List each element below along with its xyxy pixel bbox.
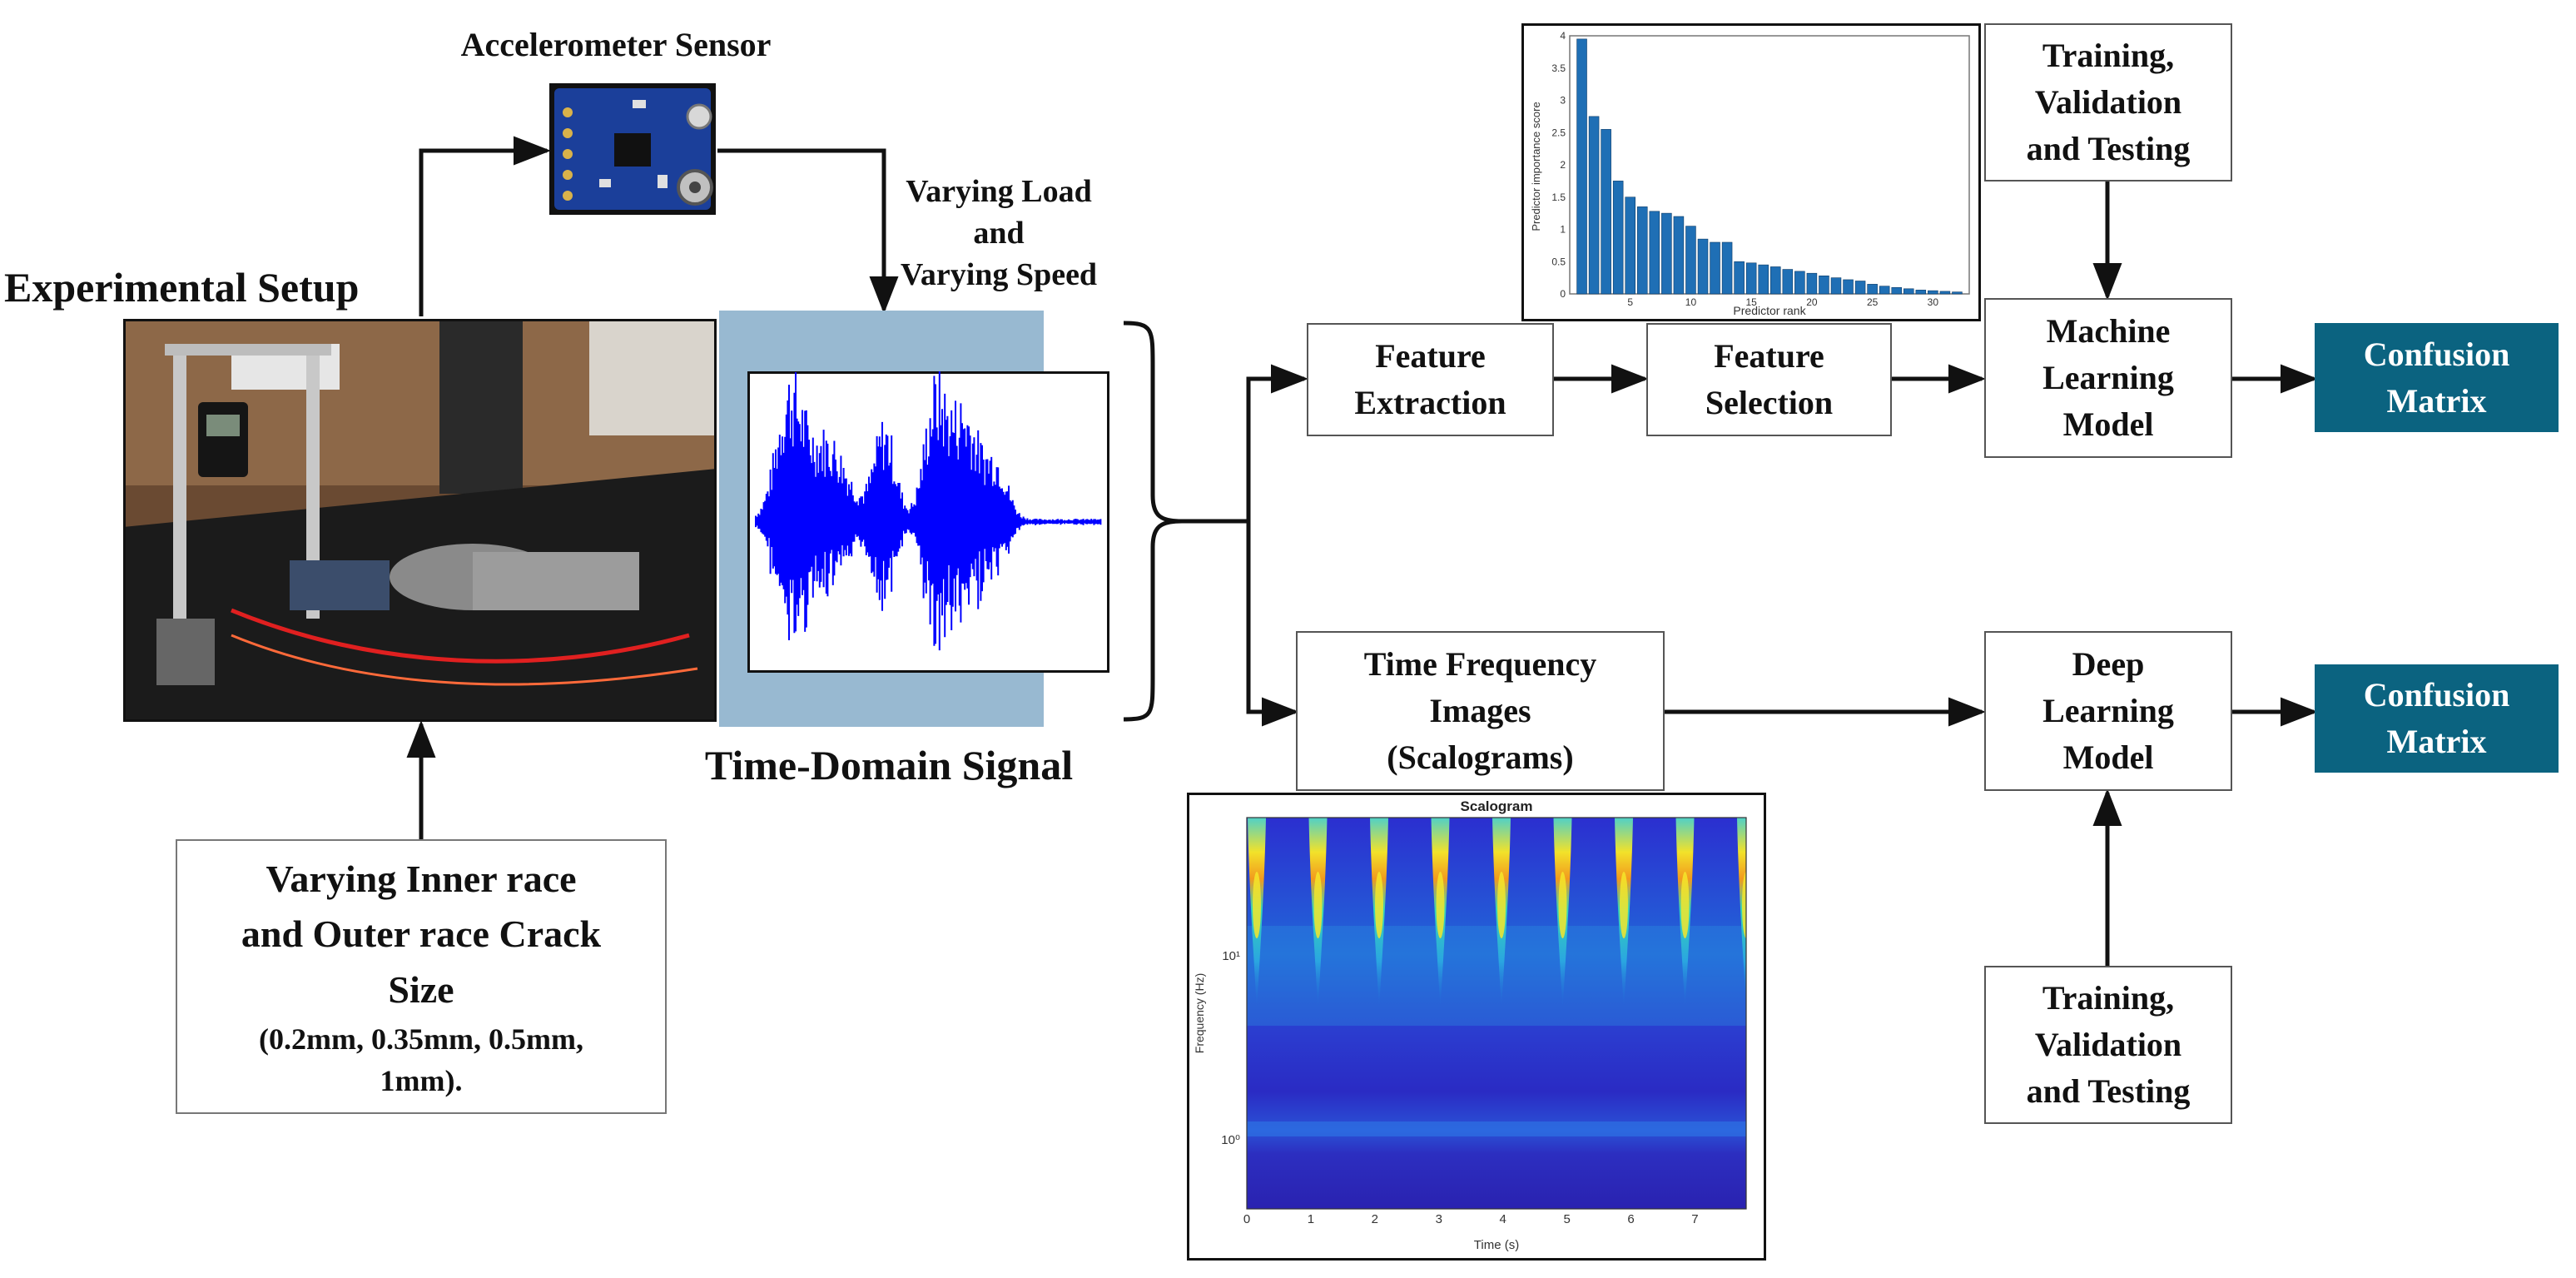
importance-ylabel: Predictor importance score: [1530, 102, 1542, 231]
scalogram-xtick: 0: [1243, 1212, 1250, 1226]
importance-ytick: 0.5: [1551, 256, 1566, 267]
importance-bar-27: [1891, 286, 1902, 295]
confusion-matrix-top: Confusion Matrix: [2315, 323, 2559, 432]
importance-bar-8: [1661, 212, 1672, 295]
scalogram-spike-peak: [1497, 872, 1506, 938]
importance-xtick: 5: [1627, 296, 1633, 308]
scalogram-chart: Scalogram 0 1 2 3 4 5 6 7 10¹ 10⁰ Frequency (Hz…: [1187, 793, 1766, 1261]
scalogram-xtick: 1: [1308, 1212, 1314, 1226]
split-to-tf-images-arrow: [1246, 521, 1299, 727]
importance-bar-17: [1770, 266, 1781, 295]
importance-bar-16: [1758, 264, 1769, 295]
training-validation-testing-bottom: Training, Validation and Testing: [1984, 966, 2232, 1124]
importance-ytick: 0: [1560, 288, 1566, 300]
feature-extraction-box: Feature Extraction: [1307, 323, 1554, 436]
scalogram-xtick: 4: [1500, 1212, 1506, 1226]
importance-bar-28: [1903, 288, 1914, 295]
scalogram-xtick: 3: [1436, 1212, 1442, 1226]
crack-size-box: Varying Inner race and Outer race Crack …: [176, 839, 667, 1114]
importance-bar-19: [1794, 271, 1805, 295]
scalogram-ytick-10-0: 10⁰: [1221, 1133, 1240, 1147]
importance-bar-31: [1939, 291, 1951, 295]
experimental-setup-photo: [123, 319, 717, 722]
importance-ytick: 4: [1560, 30, 1566, 42]
feature-selection-box: Feature Selection: [1646, 323, 1892, 436]
importance-ytick: 1: [1560, 224, 1566, 236]
importance-ytick: 2.5: [1551, 127, 1566, 138]
importance-bar-14: [1734, 261, 1745, 295]
accelerometer-sensor-image: [549, 83, 716, 215]
scalogram-spike-peak: [1253, 872, 1261, 938]
time-frequency-images-box: Time Frequency Images (Scalograms): [1296, 631, 1665, 791]
importance-bar-2: [1588, 116, 1600, 295]
machine-learning-model-box: Machine Learning Model: [1984, 298, 2232, 458]
importance-xtick: 20: [1806, 296, 1818, 308]
scalogram-xtick: 7: [1691, 1212, 1698, 1226]
importance-bar-7: [1649, 211, 1660, 295]
importance-xlabel: Predictor rank: [1733, 304, 1806, 317]
sensor-label: Accelerometer Sensor: [460, 26, 772, 63]
importance-bar-6: [1637, 206, 1648, 295]
importance-xtick: 10: [1685, 296, 1697, 308]
importance-bar-26: [1879, 286, 1890, 295]
importance-bar-5: [1625, 196, 1635, 295]
importance-xtick: 25: [1867, 296, 1879, 308]
importance-bar-1: [1576, 38, 1587, 295]
scalogram-spike: [1737, 818, 1746, 1009]
importance-ytick: 3.5: [1551, 62, 1566, 74]
scalogram-ylabel: Frequency (Hz): [1193, 973, 1206, 1053]
importance-bar-11: [1697, 238, 1709, 295]
signal-bracket: [1123, 321, 1183, 722]
importance-bar-21: [1819, 275, 1829, 295]
importance-bar-22: [1830, 277, 1842, 295]
predictor-importance-chart: 0 0.5 1 1.5 2 2.5 3 3.5 4 5 10 15 20 25 30 Predictor …: [1521, 23, 1981, 321]
deep-learning-model-box: Deep Learning Model: [1984, 631, 2232, 791]
scalogram-spike-peak: [1313, 872, 1323, 938]
importance-ytick: 1.5: [1551, 191, 1566, 203]
importance-bar-24: [1854, 281, 1866, 295]
scalogram-ytick-10-1: 10¹: [1222, 949, 1240, 963]
split-to-feature-extraction-arrow: [1246, 364, 1308, 521]
scalogram-spike-peak: [1620, 872, 1628, 938]
importance-bar-15: [1745, 262, 1757, 295]
scalogram-spike-peak: [1558, 872, 1567, 938]
importance-xtick: 15: [1746, 296, 1758, 308]
scalogram-spike-peak: [1680, 872, 1690, 938]
load-speed-label: Varying Load and Varying Speed: [900, 174, 1098, 293]
signal-waveform: [755, 371, 1102, 651]
training-validation-testing-top: Training, Validation and Testing: [1984, 23, 2232, 182]
scalogram-title: Scalogram: [1461, 798, 1533, 814]
importance-xtick: 30: [1928, 296, 1939, 308]
signal-label: Time-Domain Signal: [704, 742, 1074, 788]
importance-bar-30: [1928, 290, 1938, 295]
setup-to-sensor-arrow: [419, 136, 551, 316]
importance-bar-3: [1601, 129, 1611, 295]
importance-ytick: 3: [1560, 95, 1566, 107]
confusion-matrix-bottom: Confusion Matrix: [2315, 664, 2559, 773]
scalogram-xtick: 5: [1563, 1212, 1570, 1226]
scalogram-spike-peak: [1436, 872, 1445, 938]
importance-bar-13: [1721, 241, 1733, 295]
importance-bar-4: [1612, 181, 1624, 295]
importance-bar-25: [1867, 284, 1878, 295]
sensor-to-signal-arrow: [717, 148, 899, 314]
importance-bar-18: [1782, 269, 1794, 295]
scalogram-spike-peak: [1742, 872, 1746, 938]
importance-bar-20: [1806, 272, 1818, 295]
scalogram-spike-peak: [1375, 872, 1383, 938]
scalogram-xtick: 2: [1372, 1212, 1378, 1226]
importance-bar-12: [1710, 241, 1720, 295]
setup-label: Experimental Setup: [4, 264, 360, 311]
importance-bar-29: [1915, 290, 1927, 295]
importance-bar-10: [1685, 226, 1696, 295]
scalogram-xlabel: Time (s): [1474, 1238, 1519, 1252]
importance-bar-23: [1843, 279, 1854, 295]
time-domain-signal-plot: [747, 371, 1109, 673]
importance-bar-9: [1673, 216, 1685, 295]
importance-ytick: 2: [1560, 159, 1566, 171]
scalogram-xtick: 6: [1627, 1212, 1634, 1226]
importance-bar-32: [1952, 291, 1963, 295]
